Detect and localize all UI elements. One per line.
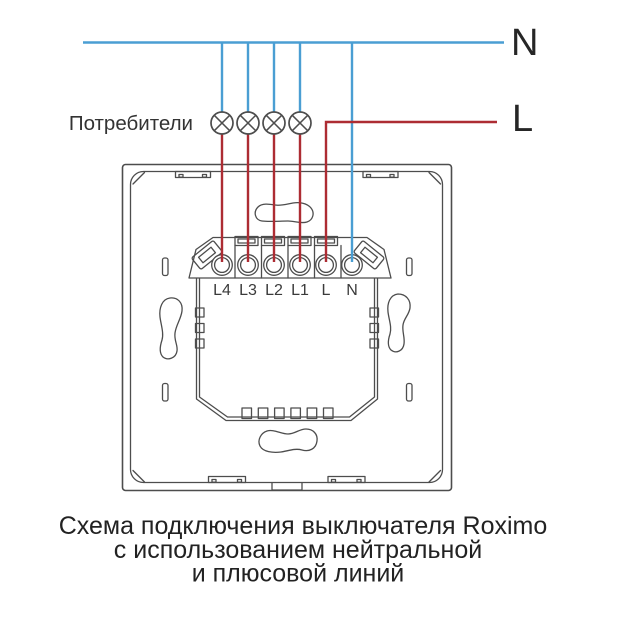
line-bus-label: L — [512, 98, 533, 140]
molded-recess-shapes — [159, 202, 411, 453]
side-screw-slots — [161, 257, 413, 402]
terminal-label-l4: L4 — [213, 282, 231, 299]
fixing-screw-left-icon — [191, 240, 223, 270]
fixing-screw-right-icon — [353, 240, 385, 270]
caption-line-3: и плюсовой линий — [192, 560, 405, 588]
terminal-label-l1: L1 — [291, 282, 309, 299]
neutral-bus-label: N — [511, 22, 538, 64]
frame-corner-gussets — [132, 171, 442, 483]
terminal-label-n: N — [346, 282, 358, 299]
top-mount-tabs — [174, 170, 399, 179]
switch-inner-frame — [129, 170, 444, 484]
switch-body: L4 L3 L2 L1 L N — [121, 163, 453, 492]
mounting-plate — [194, 277, 380, 422]
line-bus-wire — [324, 120, 497, 262]
consumers-label: Потребители — [69, 112, 193, 135]
connector-pins — [241, 407, 334, 420]
caption: Схема подключения выключателя Roximo с и… — [59, 512, 548, 588]
terminal-labels: L4 L3 L2 L1 L N — [213, 282, 358, 299]
caption-line-2: с использованием нейтральной — [114, 536, 482, 564]
lamp-icon — [262, 111, 286, 135]
caption-line-1: Схема подключения выключателя Roximo — [59, 512, 548, 540]
wiring — [83, 41, 504, 262]
terminal-label-l3: L3 — [239, 282, 257, 299]
lamp-icon — [288, 111, 312, 135]
bottom-center-notch — [271, 482, 303, 491]
terminal-label-l2: L2 — [265, 282, 283, 299]
terminal-separators — [234, 244, 342, 279]
lamp-icon — [236, 111, 260, 135]
consumer-lamps — [210, 111, 312, 135]
lamp-icon — [210, 111, 234, 135]
terminal-block: L4 L3 L2 L1 L N — [188, 235, 392, 299]
switch-outer-frame — [121, 163, 453, 492]
bottom-mount-tabs — [207, 475, 366, 491]
terminal-label-l: L — [322, 282, 331, 299]
terminal-holes — [211, 254, 363, 276]
